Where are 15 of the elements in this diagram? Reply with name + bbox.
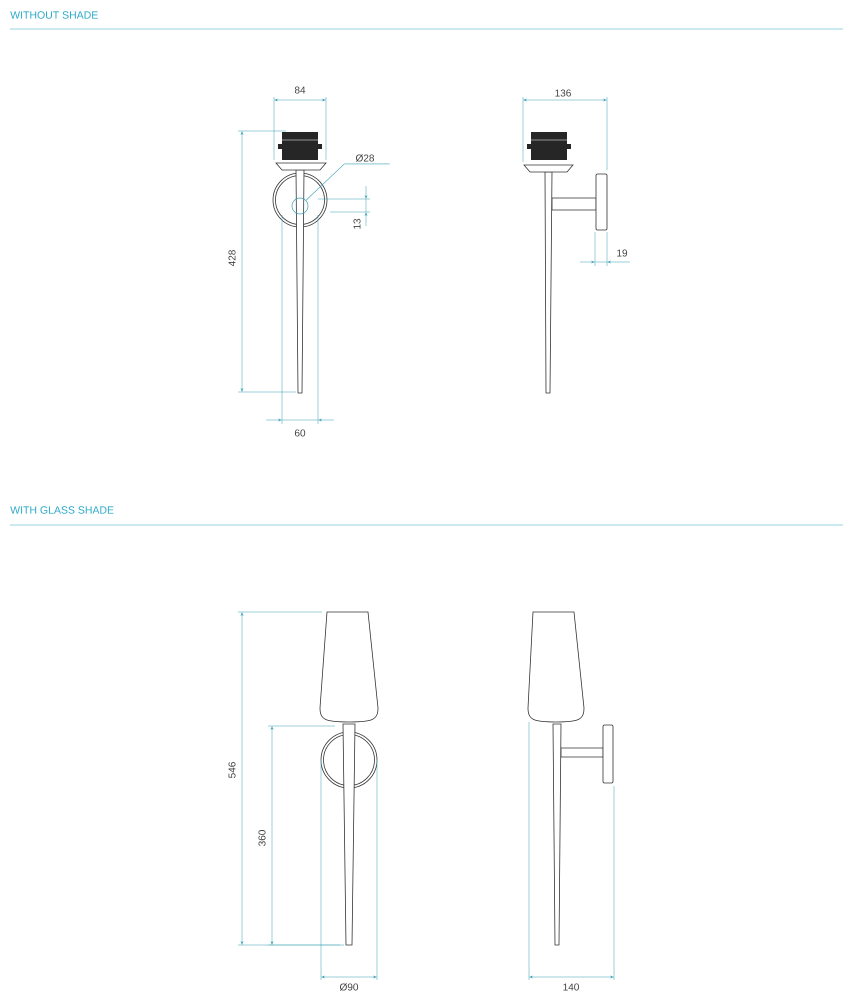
dimension-text: Ø90 [340,983,358,991]
dimension-text: Ø28 [356,154,374,162]
section-heading: WITHOUT SHADE [10,11,98,19]
dimension-text: 428 [228,250,236,266]
dimension-text: 84 [294,86,306,94]
dimension-text: 136 [555,89,571,97]
dimension-text: 140 [563,983,579,991]
section-heading: WITH GLASS SHADE [10,506,114,514]
hole-circle [292,198,308,214]
dimension-text: 60 [294,429,306,437]
dimension-text: 13 [353,218,361,229]
dimension-text: 546 [228,762,236,778]
dimension-text: 19 [617,249,628,257]
leader-line [306,164,390,201]
dimension-text: 360 [258,830,266,846]
